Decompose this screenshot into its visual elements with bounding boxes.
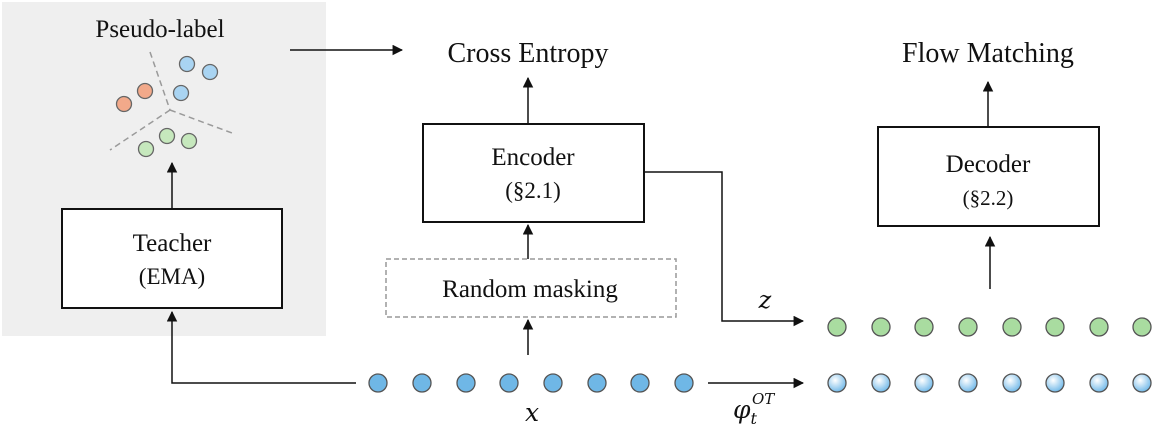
token-x — [456, 373, 476, 393]
token-z — [827, 317, 847, 337]
token-x — [499, 373, 519, 393]
token-noisy — [1045, 373, 1065, 393]
token-noisy — [871, 373, 891, 393]
teacher-title: Teacher — [133, 230, 212, 257]
token-noisy — [1132, 373, 1152, 393]
token-z — [1002, 317, 1022, 337]
token-x — [412, 373, 432, 393]
token-noisy — [827, 373, 847, 393]
random-masking-box — [385, 258, 677, 318]
token-noisy — [958, 373, 978, 393]
cluster-dot-green — [180, 132, 198, 150]
cluster-dot-orange — [115, 95, 133, 113]
decoder-subtitle: (§2.2) — [963, 186, 1014, 210]
pseudo-label-clusters — [115, 55, 219, 158]
token-noisy — [1002, 373, 1022, 393]
token-z — [914, 317, 934, 337]
encoder-subtitle: (§2.1) — [505, 178, 561, 203]
decoder-title: Decoder — [946, 151, 1031, 178]
cluster-dot-orange — [136, 82, 154, 100]
token-x — [630, 373, 650, 393]
token-noisy — [914, 373, 934, 393]
x-symbol: x — [525, 398, 539, 427]
encoder-box — [422, 123, 645, 223]
latent-tokens-z — [827, 317, 1152, 337]
token-z — [1089, 317, 1109, 337]
token-z — [1045, 317, 1065, 337]
token-x — [368, 373, 388, 393]
token-z — [958, 317, 978, 337]
cluster-dot-blue — [172, 84, 190, 102]
teacher-box — [61, 208, 283, 309]
cluster-dot-green — [158, 127, 176, 145]
token-x — [674, 373, 694, 393]
cluster-dot-blue — [201, 63, 219, 81]
token-z — [871, 317, 891, 337]
token-z — [1132, 317, 1152, 337]
cluster-dot-green — [137, 140, 155, 158]
input-tokens-x — [368, 373, 694, 393]
cluster-separators — [109, 51, 233, 151]
phi-ot-symbol: φtOT — [733, 390, 775, 428]
random-masking-label: Random masking — [442, 276, 618, 303]
token-x — [587, 373, 607, 393]
arrow-tokens-to-teacher — [166, 310, 356, 384]
token-x — [543, 373, 563, 393]
encoder-title: Encoder — [491, 144, 575, 171]
cluster-dot-blue — [178, 55, 196, 73]
arrow-encoder-to-z-tokens — [644, 171, 805, 327]
noisy-tokens — [827, 373, 1152, 393]
cross-entropy-label: Cross Entropy — [448, 38, 609, 69]
flow-matching-label: Flow Matching — [902, 38, 1074, 69]
token-noisy — [1089, 373, 1109, 393]
teacher-subtitle: (EMA) — [139, 264, 205, 289]
decoder-box — [877, 126, 1100, 227]
pseudo-label-text: Pseudo-label — [95, 16, 224, 43]
z-symbol: z — [758, 286, 772, 314]
